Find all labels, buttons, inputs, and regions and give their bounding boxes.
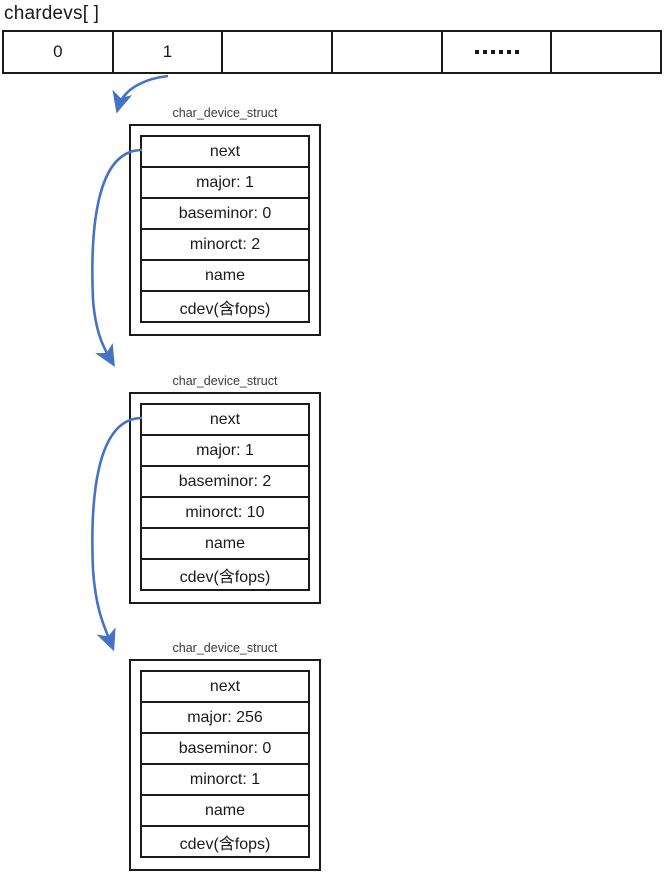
field-next[interactable]: next bbox=[142, 672, 308, 703]
field-major: major: 1 bbox=[142, 436, 308, 467]
field-name: name bbox=[142, 529, 308, 560]
char-device-struct-node-3[interactable]: char_device_struct next major: 256 basem… bbox=[129, 641, 321, 871]
array-cell-2[interactable] bbox=[223, 32, 334, 72]
field-minorct: minorct: 1 bbox=[142, 765, 308, 796]
array-cell-3[interactable] bbox=[333, 32, 443, 72]
field-baseminor: baseminor: 0 bbox=[142, 199, 308, 230]
char-device-struct-node-2[interactable]: char_device_struct next major: 1 basemin… bbox=[129, 374, 321, 604]
ellipsis-icon bbox=[474, 50, 519, 54]
field-minorct: minorct: 2 bbox=[142, 230, 308, 261]
field-major: major: 256 bbox=[142, 703, 308, 734]
field-next[interactable]: next bbox=[142, 405, 308, 436]
field-baseminor: baseminor: 0 bbox=[142, 734, 308, 765]
field-minorct: minorct: 10 bbox=[142, 498, 308, 529]
struct-outer-box: next major: 1 baseminor: 2 minorct: 10 n… bbox=[129, 392, 321, 604]
array-cell-label: 0 bbox=[53, 42, 63, 61]
field-cdev: cdev(含fops) bbox=[142, 827, 308, 858]
struct-field-table: next major: 256 baseminor: 0 minorct: 1 … bbox=[140, 670, 310, 858]
field-cdev: cdev(含fops) bbox=[142, 292, 308, 323]
field-next[interactable]: next bbox=[142, 137, 308, 168]
struct-label: char_device_struct bbox=[172, 641, 278, 655]
arrow-array-cell1-to-node1 bbox=[112, 74, 169, 114]
struct-label: char_device_struct bbox=[172, 374, 278, 388]
array-cell-label: 1 bbox=[162, 42, 173, 61]
field-name: name bbox=[142, 261, 308, 292]
struct-outer-box: next major: 256 baseminor: 0 minorct: 1 … bbox=[129, 659, 321, 871]
array-title: chardevs[ ] bbox=[4, 3, 100, 24]
array-cell-5[interactable] bbox=[552, 32, 661, 72]
char-device-struct-node-1[interactable]: char_device_struct next major: 1 basemin… bbox=[129, 106, 321, 336]
array-cell-4[interactable] bbox=[442, 32, 553, 72]
field-baseminor: baseminor: 2 bbox=[142, 467, 308, 498]
field-major: major: 1 bbox=[142, 168, 308, 199]
field-name: name bbox=[142, 796, 308, 827]
struct-field-table: next major: 1 baseminor: 2 minorct: 10 n… bbox=[140, 403, 310, 591]
array-cell-0[interactable]: 0 bbox=[4, 32, 114, 72]
struct-field-table: next major: 1 baseminor: 0 minorct: 2 na… bbox=[140, 135, 310, 323]
struct-label: char_device_struct bbox=[172, 106, 278, 120]
chardevs-array: 0 1 bbox=[2, 30, 662, 74]
field-cdev: cdev(含fops) bbox=[142, 560, 308, 591]
struct-outer-box: next major: 1 baseminor: 0 minorct: 2 na… bbox=[129, 124, 321, 336]
array-cell-1[interactable]: 1 bbox=[113, 32, 224, 72]
